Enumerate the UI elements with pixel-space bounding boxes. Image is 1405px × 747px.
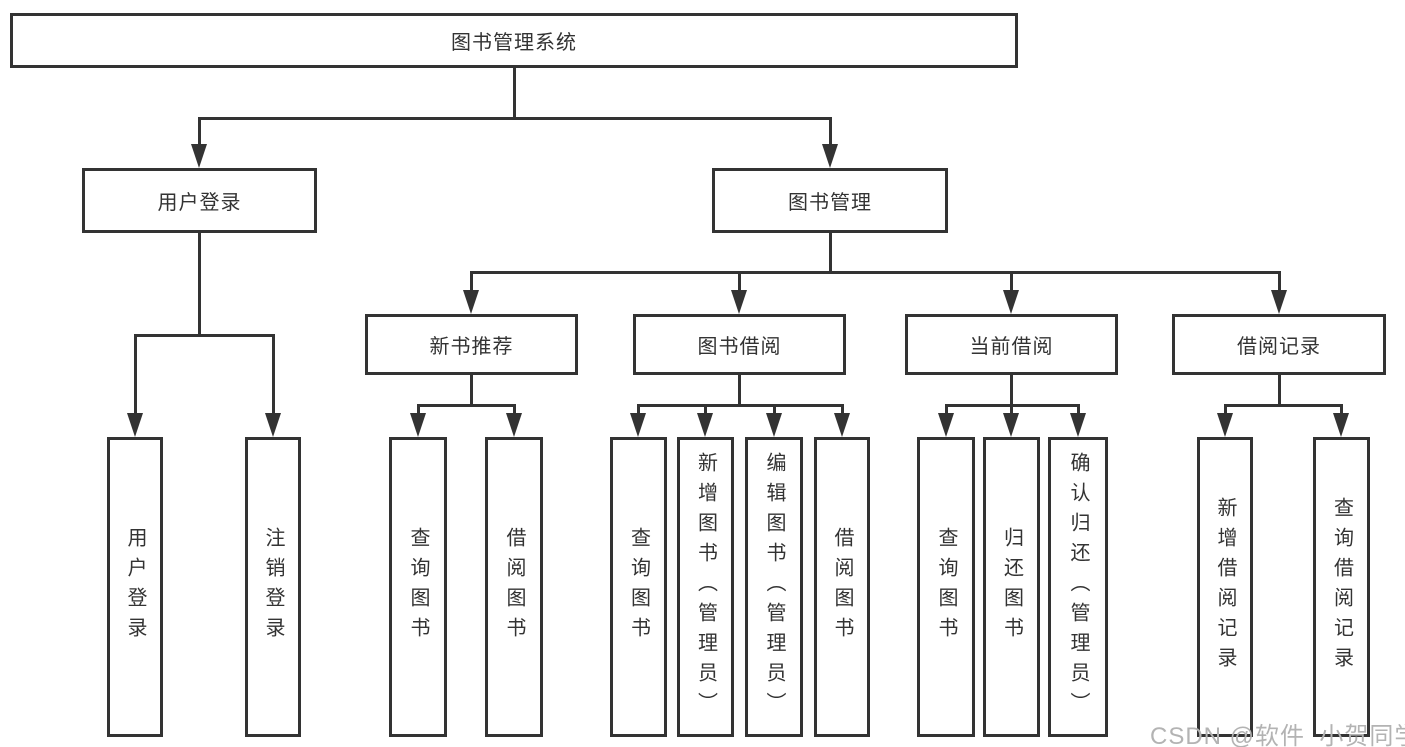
leaf-edit-books-admin: 编辑图书（管理员） [745,437,803,737]
connector-hline [134,334,275,337]
connector-vline [738,271,741,294]
connector-vline [841,404,844,417]
arrowhead-down-icon [265,413,281,437]
leaf-query-books-borrow: 查询图书 [610,437,667,737]
connector-vline [513,68,516,120]
leaf-label: 借阅图书 [503,527,525,647]
leaf-label: 查询借阅记录 [1330,497,1353,677]
connector-vline [829,117,832,148]
leaf-add-borrow-record: 新增借阅记录 [1197,437,1253,737]
node-label: 借阅记录 [1237,336,1321,358]
node-label: 当前借阅 [969,336,1054,358]
connector-vline [1010,271,1013,294]
connector-vline [945,404,948,417]
leaf-return-books: 归还图书 [983,437,1040,737]
watermark: CSDN @软件_小贺同学 [1150,723,1405,747]
leaf-label: 借阅图书 [831,527,853,647]
leaf-query-books-recommend: 查询图书 [389,437,447,737]
arrowhead-down-icon [1333,413,1349,437]
connector-vline [1010,375,1013,407]
connector-vline [1278,271,1281,294]
leaf-borrow-books: 借阅图书 [814,437,870,737]
arrowhead-down-icon [834,413,850,437]
leaf-query-borrow-record: 查询借阅记录 [1313,437,1370,737]
connector-hline [198,117,832,120]
leaf-confirm-return-admin: 确认归还（管理员） [1048,437,1108,737]
connector-vline [704,404,707,417]
arrowhead-down-icon [697,413,713,437]
connector-hline [470,271,1280,274]
arrowhead-down-icon [822,144,838,168]
arrowhead-down-icon [630,413,646,437]
leaf-label: 注销登录 [262,527,284,647]
leaf-label: 新增图书（管理员） [694,452,717,722]
connector-vline [198,117,201,148]
arrowhead-down-icon [938,413,954,437]
arrowhead-down-icon [1003,413,1019,437]
arrowhead-down-icon [1271,290,1287,314]
leaf-label: 确认归还（管理员） [1067,452,1089,722]
node-root: 图书管理系统 [10,13,1018,68]
arrowhead-down-icon [766,413,782,437]
connector-vline [272,334,275,417]
connector-vline [637,404,640,417]
node-new-book-recommend: 新书推荐 [365,314,578,375]
arrowhead-down-icon [1070,413,1086,437]
node-book-management: 图书管理 [712,168,948,233]
connector-vline [1224,404,1227,417]
connector-vline [773,404,776,417]
leaf-borrow-books-recommend: 借阅图书 [485,437,543,737]
connector-vline [198,233,201,337]
leaf-label: 新增借阅记录 [1214,497,1236,677]
arrowhead-down-icon [731,290,747,314]
connector-vline [470,375,473,407]
connector-vline [1077,404,1080,417]
node-label: 图书管理系统 [451,32,577,54]
connector-vline [1278,375,1281,407]
leaf-label: 查询图书 [627,527,650,647]
connector-hline [637,404,844,407]
leaf-label: 归还图书 [1000,527,1023,647]
arrowhead-down-icon [410,413,426,437]
arrowhead-down-icon [127,413,143,437]
arrowhead-down-icon [1003,290,1019,314]
connector-hline [417,404,516,407]
arrowhead-down-icon [1217,413,1233,437]
leaf-label: 查询图书 [935,527,957,647]
arrowhead-down-icon [191,144,207,168]
leaf-user-login: 用户登录 [107,437,163,737]
connector-vline [829,233,832,274]
connector-hline [1224,404,1343,407]
arrowhead-down-icon [506,413,522,437]
node-label: 图书借阅 [697,336,782,358]
leaf-label: 查询图书 [407,527,429,647]
arrowhead-down-icon [463,290,479,314]
connector-vline [134,334,137,417]
connector-vline [738,375,741,407]
leaf-add-books-admin: 新增图书（管理员） [677,437,734,737]
node-label: 用户登录 [157,192,242,214]
connector-vline [1340,404,1343,417]
leaf-label: 用户登录 [124,527,146,647]
leaf-label: 编辑图书（管理员） [763,452,785,722]
node-user-login: 用户登录 [82,168,317,233]
leaf-query-books-current: 查询图书 [917,437,975,737]
connector-vline [513,404,516,417]
connector-vline [470,271,473,294]
node-book-borrow: 图书借阅 [633,314,846,375]
leaf-logout: 注销登录 [245,437,301,737]
node-label: 新书推荐 [429,336,514,358]
connector-vline [1010,404,1013,417]
node-label: 图书管理 [788,192,872,214]
connector-vline [417,404,420,417]
node-borrow-records: 借阅记录 [1172,314,1386,375]
node-current-borrow: 当前借阅 [905,314,1118,375]
